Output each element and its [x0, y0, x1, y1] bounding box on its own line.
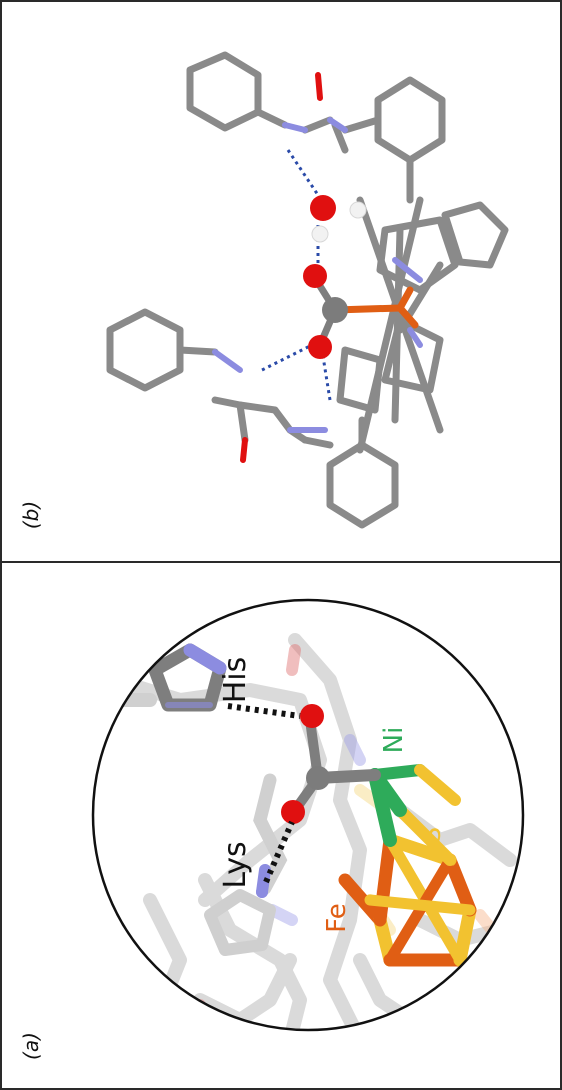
panel-b-heteroatoms	[212, 72, 423, 463]
label-ni: Ni	[379, 727, 409, 754]
carbonate-carbon-atom	[322, 297, 348, 323]
phenyl-ring-left	[106, 308, 184, 392]
porphyrin-pyrrole-2	[381, 316, 444, 394]
water-hydrogen-right	[349, 201, 367, 219]
lys-hbond	[263, 820, 295, 884]
panel-b-structure	[106, 51, 509, 529]
water-oxygen-atom	[310, 195, 336, 221]
porphyrin-pyrrole-3	[336, 346, 384, 414]
co2-water-complex	[303, 195, 367, 359]
label-lys: Lys	[218, 841, 253, 888]
his-imidazole-ring	[148, 643, 227, 712]
aryl-ring-right	[374, 76, 446, 164]
meso-aryl-ring	[441, 201, 509, 269]
co2-carbon-atom	[306, 766, 330, 790]
co2-oxygen-atom-bottom	[281, 800, 305, 824]
label-fe: Fe	[322, 903, 352, 933]
co2-oxygen-atom-top	[300, 704, 324, 728]
panel-b-caption: (b)	[19, 501, 43, 529]
his-hbond	[227, 703, 301, 719]
fe-s-cluster	[338, 764, 477, 967]
water-hydrogen-bottom	[311, 225, 329, 243]
carbonate-oxygen-top	[303, 264, 327, 288]
carbonate-oxygen-bottom	[308, 335, 332, 359]
panel-a-caption: (a)	[19, 1032, 43, 1060]
label-s: S	[417, 827, 447, 844]
panel-b: (b)	[19, 51, 509, 529]
panel-a-circle	[91, 598, 525, 1032]
bound-co2	[281, 704, 381, 824]
panel-a: His Lys Ni S Fe (a)	[19, 598, 525, 1060]
label-his: His	[218, 657, 253, 704]
panel-a-hbonds	[227, 703, 301, 884]
ghost-imidazole-ring	[204, 889, 276, 956]
lys-nitrogen-atom	[256, 886, 268, 898]
